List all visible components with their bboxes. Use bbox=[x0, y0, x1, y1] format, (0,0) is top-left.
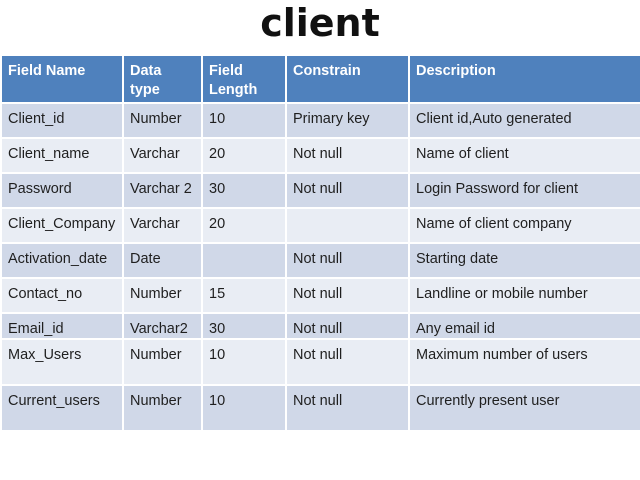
cell-field-name: Max_Users bbox=[0, 338, 124, 386]
cell-field-name: Client_id bbox=[0, 102, 124, 139]
cell-constrain: Not null bbox=[285, 277, 410, 314]
cell-field-length bbox=[201, 242, 287, 279]
cell-description: Any email id bbox=[408, 312, 640, 340]
cell-constrain: Not null bbox=[285, 338, 410, 386]
cell-data-type: Number bbox=[122, 384, 203, 432]
header-data-type: Data type bbox=[122, 54, 203, 104]
cell-data-type: Varchar2 bbox=[122, 312, 203, 340]
cell-data-type: Date bbox=[122, 242, 203, 279]
table-row: Max_Users Number 10 Not null Maximum num… bbox=[0, 338, 640, 386]
cell-data-type: Number bbox=[122, 338, 203, 386]
cell-constrain bbox=[285, 207, 410, 244]
cell-field-length: 20 bbox=[201, 137, 287, 174]
cell-constrain: Not null bbox=[285, 242, 410, 279]
slide-title: client bbox=[260, 1, 380, 45]
cell-data-type: Number bbox=[122, 102, 203, 139]
cell-constrain: Primary key bbox=[285, 102, 410, 139]
cell-field-length: 30 bbox=[201, 172, 287, 209]
table-row: Activation_date Date Not null Starting d… bbox=[0, 242, 640, 279]
cell-description: Name of client company bbox=[408, 207, 640, 244]
table-header-row: Field Name Data type Field Length Constr… bbox=[0, 54, 640, 104]
cell-field-name: Client_name bbox=[0, 137, 124, 174]
cell-description: Maximum number of users bbox=[408, 338, 640, 386]
cell-data-type: Varchar 2 bbox=[122, 172, 203, 209]
table-row: Client_id Number 10 Primary key Client i… bbox=[0, 102, 640, 139]
cell-field-length: 20 bbox=[201, 207, 287, 244]
cell-field-length: 10 bbox=[201, 338, 287, 386]
header-description: Description bbox=[408, 54, 640, 104]
table-row: Contact_no Number 15 Not null Landline o… bbox=[0, 277, 640, 314]
table-row: Password Varchar 2 30 Not null Login Pas… bbox=[0, 172, 640, 209]
cell-field-name: Activation_date bbox=[0, 242, 124, 279]
cell-description: Client id,Auto generated bbox=[408, 102, 640, 139]
cell-field-name: Password bbox=[0, 172, 124, 209]
cell-field-length: 10 bbox=[201, 384, 287, 432]
table-row: Client_name Varchar 20 Not null Name of … bbox=[0, 137, 640, 174]
cell-field-name: Email_id bbox=[0, 312, 124, 340]
table-row: Email_id Varchar2 30 Not null Any email … bbox=[0, 312, 640, 340]
cell-field-name: Client_Company bbox=[0, 207, 124, 244]
table-row: Client_Company Varchar 20 Name of client… bbox=[0, 207, 640, 244]
cell-description: Name of client bbox=[408, 137, 640, 174]
client-schema-table: Field Name Data type Field Length Constr… bbox=[0, 54, 640, 432]
cell-data-type: Number bbox=[122, 277, 203, 314]
header-constrain: Constrain bbox=[285, 54, 410, 104]
cell-data-type: Varchar bbox=[122, 137, 203, 174]
cell-description: Login Password for client bbox=[408, 172, 640, 209]
cell-constrain: Not null bbox=[285, 137, 410, 174]
cell-description: Currently present user bbox=[408, 384, 640, 432]
header-field-name: Field Name bbox=[0, 54, 124, 104]
cell-field-length: 15 bbox=[201, 277, 287, 314]
table-row: Current_users Number 10 Not null Current… bbox=[0, 384, 640, 432]
cell-field-name: Current_users bbox=[0, 384, 124, 432]
cell-description: Landline or mobile number bbox=[408, 277, 640, 314]
cell-field-name: Contact_no bbox=[0, 277, 124, 314]
cell-constrain: Not null bbox=[285, 312, 410, 340]
cell-constrain: Not null bbox=[285, 172, 410, 209]
cell-description: Starting date bbox=[408, 242, 640, 279]
cell-field-length: 10 bbox=[201, 102, 287, 139]
header-field-length: Field Length bbox=[201, 54, 287, 104]
cell-field-length: 30 bbox=[201, 312, 287, 340]
cell-data-type: Varchar bbox=[122, 207, 203, 244]
cell-constrain: Not null bbox=[285, 384, 410, 432]
